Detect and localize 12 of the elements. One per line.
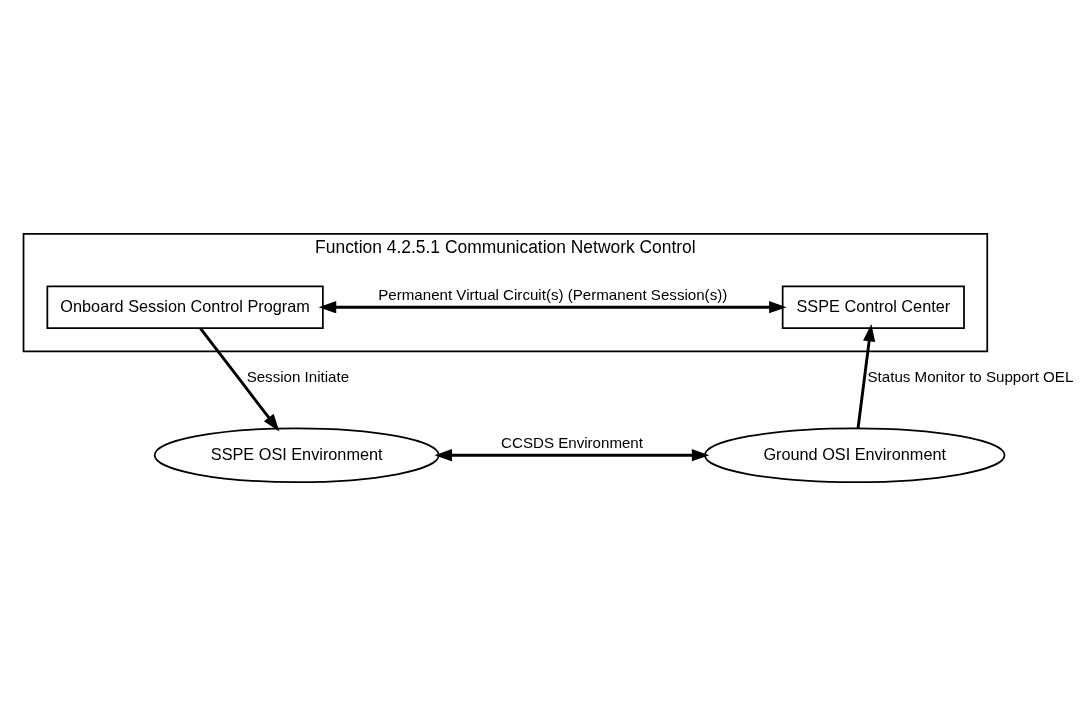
- edge-label: Status Monitor to Support OEL: [867, 367, 1074, 385]
- node-ellipse: SSPE OSI Environment: [153, 426, 440, 483]
- arrow: [856, 323, 876, 428]
- arrow: [434, 448, 710, 461]
- edge-label: Session Initiate: [246, 367, 350, 385]
- node-ellipse: Ground OSI Environment: [704, 426, 1006, 483]
- arrow: [199, 326, 280, 431]
- arrow: [318, 300, 787, 313]
- node-box: Onboard Session Control Program: [46, 284, 324, 329]
- edge-label: Permanent Virtual Circuit(s) (Permanent Session(s)): [378, 285, 728, 303]
- node-box: SSPE Control Center: [781, 284, 965, 329]
- edge-label: CCSDS Environment: [501, 433, 643, 451]
